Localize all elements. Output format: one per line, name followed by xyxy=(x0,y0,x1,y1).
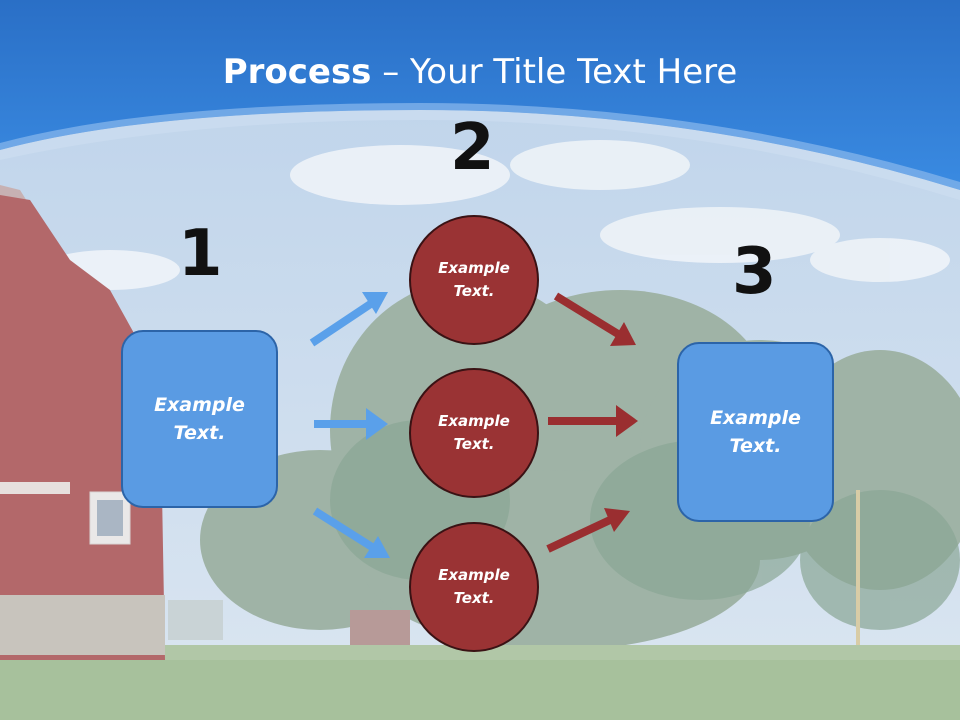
title-bold: Process xyxy=(222,52,372,92)
title-rest: – Your Title Text Here xyxy=(371,52,738,92)
step1-box-text: Example Text. xyxy=(154,393,245,445)
circle-bottom-text: Example Text. xyxy=(438,565,510,607)
barn xyxy=(0,185,165,660)
circle-middle-text: Example Text. xyxy=(438,411,510,453)
step3-box-text: Example Text. xyxy=(710,406,801,458)
circle-top-text: Example Text. xyxy=(438,258,510,300)
step3-box[interactable]: Example Text. xyxy=(677,342,834,522)
step-number-2: 2 xyxy=(450,111,495,185)
step1-box[interactable]: Example Text. xyxy=(121,330,278,508)
step2-circle-bottom[interactable]: Example Text. xyxy=(409,522,539,652)
step-number-3: 3 xyxy=(732,235,777,309)
step-number-1: 1 xyxy=(178,217,223,291)
clouds xyxy=(40,140,950,290)
slide-title: Process – Your Title Text Here xyxy=(0,52,960,92)
step2-circle-top[interactable]: Example Text. xyxy=(409,215,539,345)
step2-circle-middle[interactable]: Example Text. xyxy=(409,368,539,498)
